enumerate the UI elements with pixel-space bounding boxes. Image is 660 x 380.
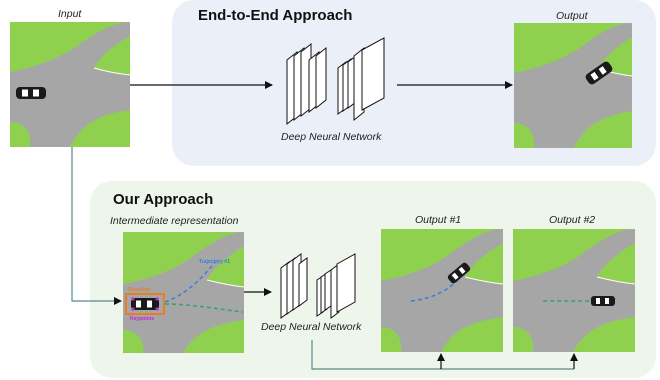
output2-scene-tile (513, 229, 635, 352)
detection-label: Detection (128, 287, 151, 293)
output1-scene-tile (381, 229, 503, 352)
output1-caption: Output #1 (415, 214, 462, 226)
intermediate-caption: Intermediate representation (110, 215, 239, 227)
our-approach-title: Our Approach (113, 191, 214, 208)
detection-box (125, 293, 165, 315)
bottom-network-icon (280, 253, 356, 319)
output-car-icon (583, 61, 615, 85)
intermediate-scene-tile (123, 232, 244, 353)
top-network-icon (286, 37, 385, 126)
top-network-label: Deep Neural Network (281, 131, 382, 143)
output-caption: Output (556, 10, 588, 22)
keypoints-label: Keypoints (130, 316, 155, 322)
arrow-input-to-intermediate (71, 147, 122, 305)
end-to-end-title: End-to-End Approach (198, 7, 353, 24)
output2-caption: Output #2 (549, 214, 596, 226)
input-scene-tile (10, 22, 130, 147)
input-car-icon (16, 86, 46, 100)
input-caption: Input (58, 8, 82, 20)
output-scene-tile (514, 23, 632, 148)
bottom-output-bus (311, 340, 574, 370)
bottom-network-label: Deep Neural Network (261, 321, 362, 333)
trajectory-label: Trajectory #1 (199, 259, 230, 265)
